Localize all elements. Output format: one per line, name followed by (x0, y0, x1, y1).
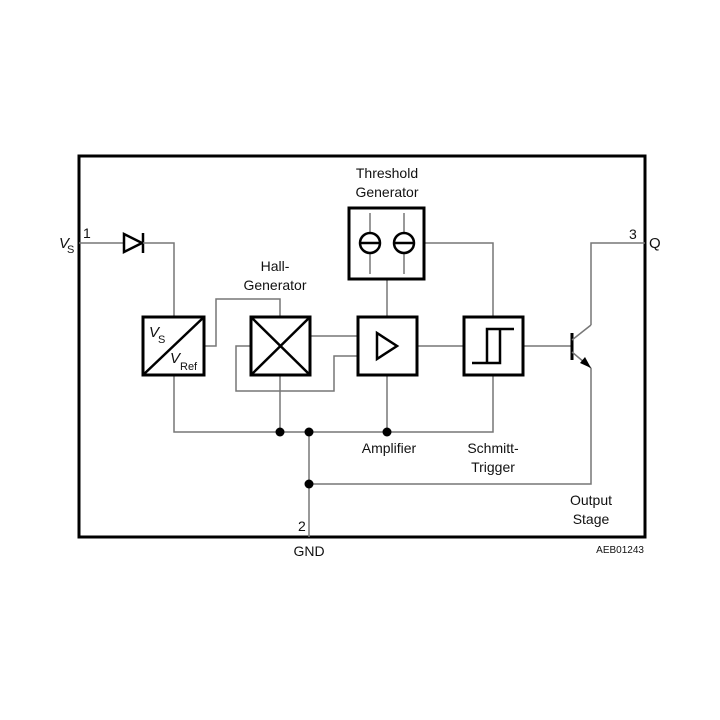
regulator-vref-sub: Ref (180, 361, 198, 373)
hysteresis-icon (472, 327, 514, 365)
threshold-generator-block (347, 206, 426, 281)
junction-dot (304, 479, 314, 489)
diode-icon (122, 231, 145, 255)
figure-id: AEB01243 (596, 545, 644, 556)
pin-q-label: Q (649, 235, 661, 252)
svg-text:V: V (149, 324, 161, 341)
hall-loop-wire (235, 345, 358, 392)
output-label-2: Stage (573, 511, 610, 527)
hall-label-2: Generator (243, 277, 306, 293)
regulator-vs-label: V (149, 324, 161, 341)
schmitt-label-1: Schmitt- (467, 440, 519, 456)
regulator-vref-label: V (170, 350, 182, 367)
junction-dot (275, 427, 285, 437)
pin-vs-label: V (59, 235, 71, 252)
threshold-label-2: Generator (355, 184, 418, 200)
emitter-ground-wire (309, 368, 592, 485)
threshold-to-schmitt-wire (424, 242, 494, 317)
junction-dot (382, 427, 392, 437)
pin-1-number: 1 (83, 225, 91, 241)
amplifier-block (356, 315, 419, 377)
schmitt-label-2: Trigger (471, 459, 515, 475)
q-output-wire (590, 242, 645, 325)
regulator-vs-sub: S (158, 334, 165, 346)
regulator-block: V S V Ref (141, 315, 206, 377)
hall-label-1: Hall- (261, 258, 290, 274)
amplifier-label: Amplifier (362, 440, 417, 456)
reg-to-hall-wire (204, 298, 281, 347)
pin-vs-sub: S (67, 244, 74, 256)
chip-outline (77, 154, 647, 539)
junction-dot (304, 427, 314, 437)
output-transistor-icon (570, 324, 592, 369)
pin-3-number: 3 (629, 226, 637, 242)
output-label-1: Output (570, 492, 612, 508)
pin-2-number: 2 (298, 518, 306, 534)
schmitt-trigger-block (462, 315, 525, 377)
threshold-label-1: Threshold (356, 165, 418, 181)
vs-input-path (79, 231, 175, 317)
ground-bus (173, 375, 494, 433)
hall-generator-block (249, 315, 312, 377)
amplifier-icon (375, 330, 400, 362)
pin-gnd-label: GND (293, 543, 324, 559)
